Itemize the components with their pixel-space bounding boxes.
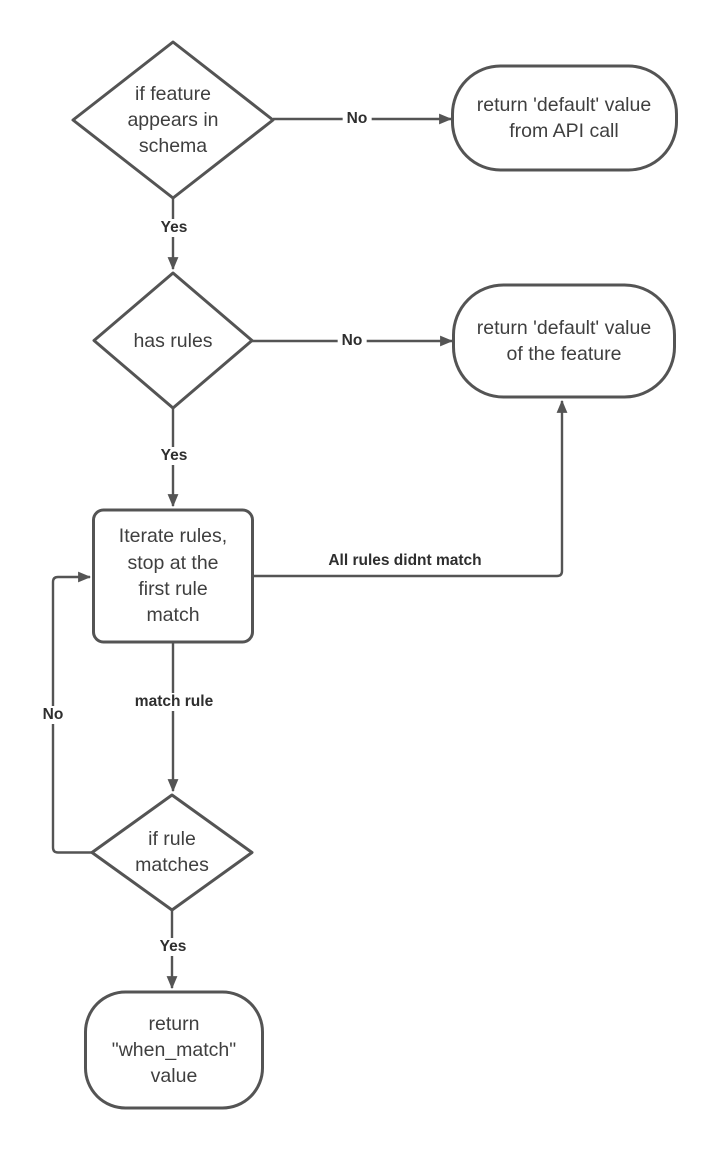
decision-has-rules-shape <box>92 271 254 410</box>
decision-rule-matches-shape <box>90 793 254 912</box>
terminator-return-when-match-shape <box>84 990 264 1110</box>
edge-label-no-2: No <box>337 332 367 350</box>
process-iterate-rules-shape <box>92 508 254 644</box>
edge-label-yes-1: Yes <box>156 219 192 237</box>
decision-feature-in-schema-shape <box>71 40 275 200</box>
terminator-return-default-feature-shape <box>452 283 676 399</box>
process-iterate-rules-label: Iterate rules, stop at the first rule ma… <box>118 525 228 627</box>
terminator-return-default-feature-label: return 'default' value of the feature <box>476 316 652 365</box>
edge-label-no-3: No <box>38 706 68 724</box>
edge-label-no-1: No <box>342 110 372 128</box>
edge-label-all-rules-didnt-match: All rules didnt match <box>324 552 486 570</box>
edge-label-yes-2: Yes <box>156 447 192 465</box>
decision-feature-in-schema-label: if feature appears in schema <box>127 82 219 158</box>
terminator-return-default-api-shape <box>451 64 678 172</box>
decision-has-rules-label: has rules <box>133 329 213 352</box>
terminator-return-when-match-label: return "when_match" value <box>111 1012 237 1088</box>
edge-label-yes-3: Yes <box>155 938 191 956</box>
edge-all-rules-didnt-match <box>253 399 568 578</box>
decision-rule-matches-label: if rule matches <box>135 827 209 876</box>
terminator-return-default-api-label: return 'default' value from API call <box>476 93 652 142</box>
edge-label-match-rule: match rule <box>130 693 218 711</box>
